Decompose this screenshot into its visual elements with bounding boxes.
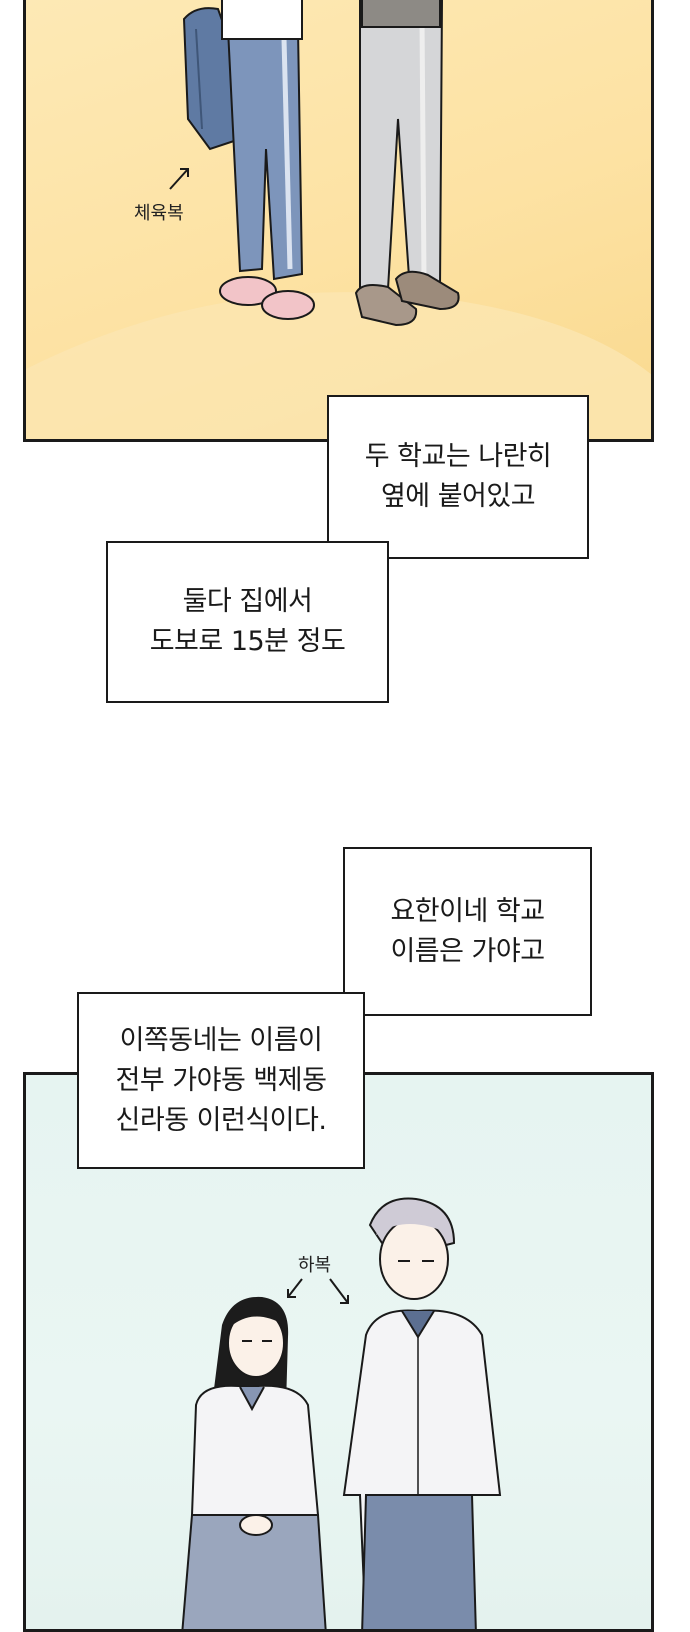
gym-pants xyxy=(221,0,304,281)
summer-uniform-annotation: 하복 xyxy=(298,1255,331,1276)
arrow-icon xyxy=(169,168,189,190)
caption-line: 전부 가야동 백제동 xyxy=(115,1064,327,1096)
pink-slippers xyxy=(219,276,315,320)
caption-line: 둘다 집에서 xyxy=(182,586,313,617)
caption-box-neighborhood-names: 이쪽동네는 이름이 전부 가야동 백제동 신라동 이런식이다. xyxy=(77,992,365,1169)
loafers xyxy=(354,270,460,327)
arrow-icon xyxy=(329,1278,349,1304)
gym-uniform-annotation: 체육복 xyxy=(134,203,184,224)
boy-figure xyxy=(342,1197,502,1629)
caption-line: 이름은 가야고 xyxy=(390,935,545,967)
caption-line: 도보로 15분 정도 xyxy=(149,626,346,657)
caption-line: 옆에 붙어있고 xyxy=(380,481,536,512)
arrow-icon xyxy=(287,1278,303,1298)
caption-line: 두 학교는 나란히 xyxy=(364,441,552,472)
caption-line: 신라동 이런식이다. xyxy=(115,1104,327,1136)
illustration-pair-standing: 체육복 xyxy=(26,0,651,439)
caption-box-school-name: 요한이네 학교 이름은 가야고 xyxy=(343,847,592,1016)
school-trousers xyxy=(359,0,443,293)
caption-line: 요한이네 학교 xyxy=(390,895,545,927)
girl-figure xyxy=(181,1296,327,1629)
caption-line: 이쪽동네는 이름이 xyxy=(119,1024,323,1056)
caption-box-walk-distance: 둘다 집에서 도보로 15분 정도 xyxy=(106,541,389,703)
held-jacket xyxy=(182,7,242,151)
comic-panel-top: 체육복 xyxy=(23,0,654,442)
caption-box-schools-adjacent: 두 학교는 나란히 옆에 붙어있고 xyxy=(327,395,589,559)
